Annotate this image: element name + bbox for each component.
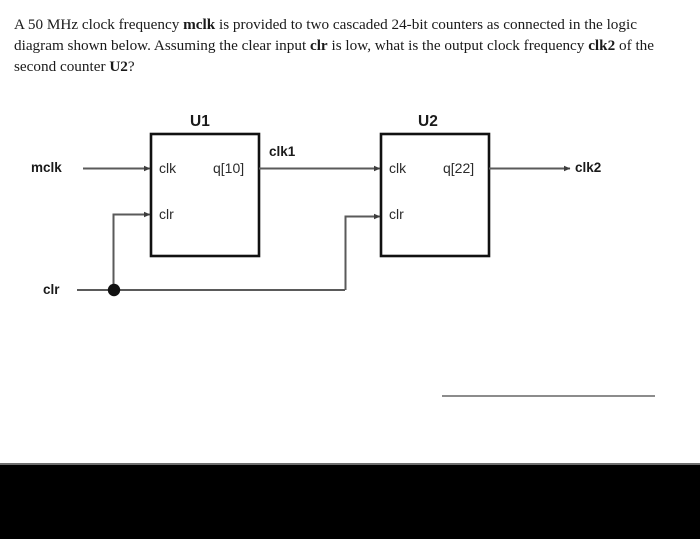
block-title-u2: U2 [418,113,438,130]
pin-u2-q: q[22] [443,160,475,176]
question-emphasis: clk2 [588,37,616,54]
bottom-black-bar [0,465,700,539]
junction-dot [107,283,121,297]
question-run: is low, what is the output clock frequen… [327,37,589,54]
signal-label-clk2: clk2 [575,160,602,175]
wire-clr-to-u2 [344,213,381,290]
question-run: is provided to two cascaded 24-bit count… [14,16,637,54]
bottom-bar-edge [0,463,700,465]
question-run: ? [127,58,135,75]
answer-rule [442,395,655,397]
pin-u2-clr: clr [389,206,404,222]
question-emphasis: clr [309,37,328,54]
question-run: A 50 MHz clock frequency [14,16,184,33]
logic-diagram [77,132,571,297]
question-text: A 50 MHz clock frequency mclk is provide… [14,14,674,77]
question-run: of the second counter [14,37,655,75]
pin-u1-clr: clr [159,206,174,222]
wire-clr-to-u1 [112,211,151,290]
signal-label-mclk: mclk [31,160,62,175]
signal-label-clk1: clk1 [269,144,296,159]
block-u2-body [379,132,491,258]
question-emphasis: mclk [183,16,216,33]
pin-u1-q: q[10] [213,160,245,176]
pin-u1-clk: clk [159,160,177,176]
signal-label-clr: clr [43,282,60,297]
block-u1-body [149,132,261,258]
block-title-u1: U1 [190,113,210,130]
question-emphasis: U2 [109,58,128,75]
pin-u2-clk: clk [389,160,407,176]
